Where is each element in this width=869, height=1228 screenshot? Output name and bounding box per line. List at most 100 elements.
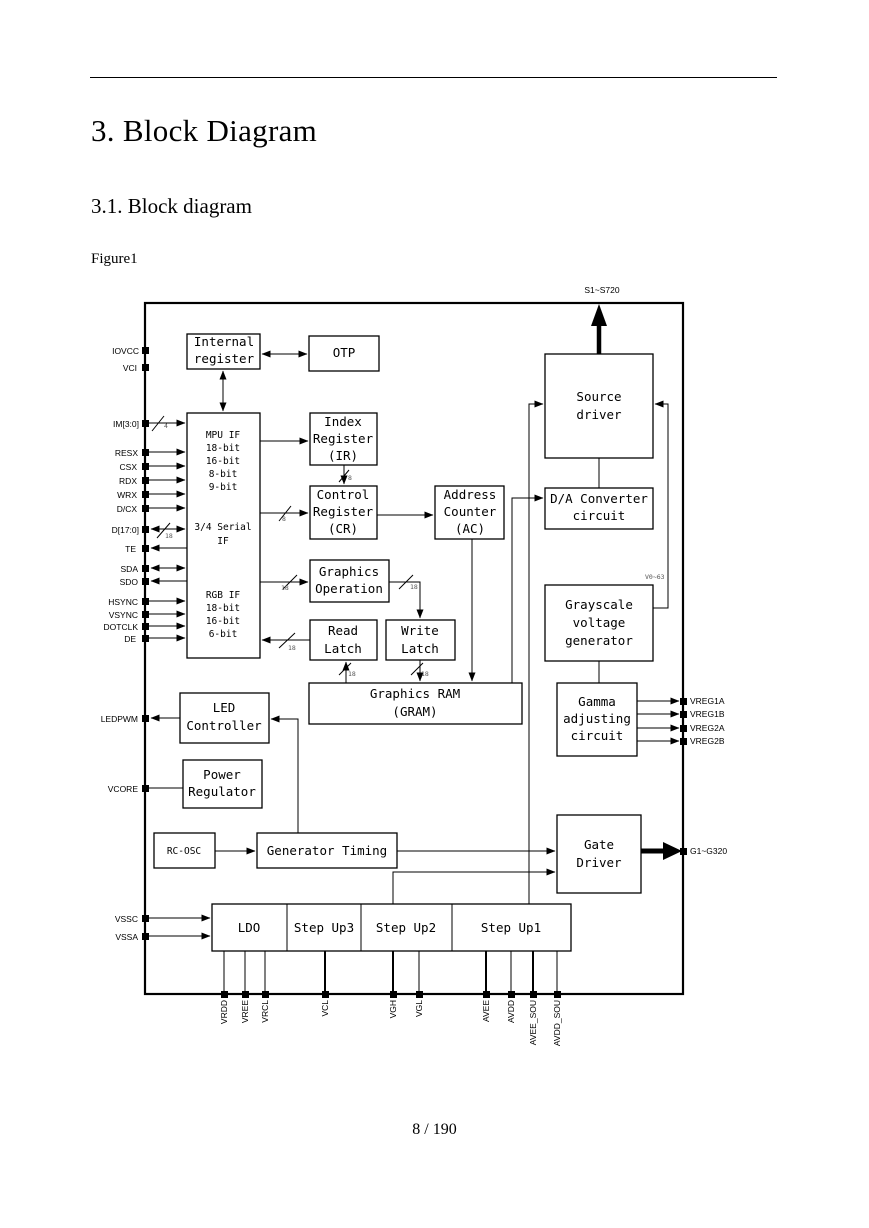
block-label: adjusting	[563, 711, 631, 726]
block-label: Register	[313, 504, 374, 519]
block-label: 16-bit	[206, 616, 240, 627]
bottom-pin-labels: VRDD VREE VRCL VCL VGH VGL AVEE AVDD AVE…	[219, 1000, 562, 1046]
figure-label: Figure1	[91, 251, 138, 267]
block-label: register	[194, 351, 255, 366]
block-label: Address	[444, 487, 497, 502]
pin-label: IOVCC	[112, 346, 139, 356]
pin-label: RESX	[115, 448, 138, 458]
pin-label: VGL	[414, 1000, 424, 1017]
block-label: Write	[401, 623, 439, 638]
block-label: Grayscale	[565, 597, 633, 612]
otp-block: OTP	[308, 335, 380, 372]
bottom-pin-lines	[223, 951, 558, 994]
power-regulator-block: Power Regulator	[182, 759, 263, 809]
block-label: Latch	[401, 641, 439, 656]
gate-output-arrowhead	[663, 842, 682, 860]
bus-width-label: 4	[164, 422, 168, 430]
bus-markers	[151, 415, 424, 676]
block-label: circuit	[573, 508, 626, 523]
bus-width-label: 18	[165, 532, 173, 540]
led-controller-block: LED Controller	[179, 692, 270, 744]
gamma-circuit-block: Gamma adjusting circuit	[556, 682, 638, 757]
block-label: voltage	[573, 615, 626, 630]
internal-register-block: Internal register	[186, 333, 261, 370]
left-pin-lines	[149, 419, 211, 940]
source-driver-block: Source driver	[544, 353, 654, 459]
block-label: Regulator	[188, 784, 256, 799]
pin-label: AVDD	[506, 1000, 516, 1023]
section-title: 3.1. Block diagram	[91, 194, 252, 218]
power-stage-block: LDO Step Up3 Step Up2 Step Up1	[211, 903, 572, 952]
pin-label: G1~G320	[690, 846, 727, 856]
pin-label: AVEE_SOU	[528, 1000, 538, 1045]
block-label: Internal	[194, 334, 254, 349]
block-label: Power	[203, 767, 241, 782]
block-label: RC-OSC	[167, 846, 201, 857]
block-label: Read	[328, 623, 358, 638]
block-label: 9-bit	[209, 482, 238, 493]
block-label: 18-bit	[206, 603, 240, 614]
pin-label: VRDD	[219, 1000, 229, 1024]
bus-width-label: 8	[348, 474, 352, 482]
pin-label: CSX	[120, 462, 138, 472]
right-pin-lines	[637, 697, 680, 745]
bus-width-label: 18	[348, 670, 356, 678]
pin-label: VREG2A	[690, 723, 725, 733]
rc-osc-block: RC-OSC	[153, 832, 216, 869]
bus-width-label: 18	[288, 644, 296, 652]
pin-label: SDA	[121, 564, 139, 574]
write-latch-block: Write Latch	[385, 619, 456, 661]
block-label: 6-bit	[209, 629, 238, 640]
read-latch-block: Read Latch	[309, 619, 378, 661]
interface-block: MPU IF 18-bit 16-bit 8-bit 9-bit 3/4 Ser…	[186, 412, 261, 659]
pin-label: VSYNC	[109, 610, 138, 620]
pin-label: D/CX	[117, 504, 138, 514]
block-label: Counter	[444, 504, 497, 519]
block-label: RGB IF	[206, 590, 241, 601]
pin-label: LEDPWM	[101, 714, 138, 724]
gate-driver-block: Gate Driver	[556, 814, 642, 894]
block-label: 8-bit	[209, 469, 238, 480]
block-label: Gamma	[578, 694, 616, 709]
block-label: Step Up1	[481, 920, 541, 935]
source-output-arrowhead	[591, 304, 607, 326]
pin-label: VCL	[320, 1000, 330, 1017]
pin-label: VSSC	[115, 914, 138, 924]
block-label: Generator Timing	[267, 843, 387, 858]
block-label: 18-bit	[206, 443, 240, 454]
graphics-ram-block: Graphics RAM (GRAM)	[308, 682, 523, 725]
pin-label: VREE	[240, 1000, 250, 1023]
right-pin-labels: VREG1A VREG1B VREG2A VREG2B G1~G320	[690, 696, 727, 856]
pin-label: D[17:0]	[112, 525, 139, 535]
block-label: driver	[576, 407, 622, 422]
pin-label: SDO	[120, 577, 139, 587]
block-label: Control	[317, 487, 370, 502]
pin-label: VREG1B	[690, 709, 725, 719]
bus-width-label: 18	[281, 584, 289, 592]
pin-label: VGH	[388, 1000, 398, 1018]
block-label: (AC)	[455, 521, 485, 536]
pin-label: VREG2B	[690, 736, 725, 746]
block-label: circuit	[571, 728, 624, 743]
generator-timing-block: Generator Timing	[256, 832, 398, 869]
pin-label: VREG1A	[690, 696, 725, 706]
chip-outline	[143, 301, 685, 996]
left-pin-squares	[142, 347, 149, 940]
pin-label: RDX	[119, 476, 137, 486]
block-label: 3/4 Serial	[194, 522, 251, 533]
block-label: Graphics	[319, 564, 379, 579]
control-register-block: Control Register (CR)	[309, 485, 378, 540]
block-label: Gate	[584, 837, 614, 852]
bus-width-label: 18	[410, 583, 418, 591]
page-title: 3. Block Diagram	[91, 113, 318, 148]
block-label: Source	[576, 389, 621, 404]
left-pin-labels: IOVCC VCI IM[3:0] RESX CSX RDX WRX D/CX …	[101, 346, 139, 942]
block-label: 16-bit	[206, 456, 240, 467]
block-label: Step Up2	[376, 920, 436, 935]
graphics-operation-block: Graphics Operation	[309, 559, 390, 603]
block-label: LDO	[238, 920, 261, 935]
block-label: Latch	[324, 641, 362, 656]
block-label: Controller	[186, 718, 262, 733]
block-label: OTP	[333, 345, 356, 360]
